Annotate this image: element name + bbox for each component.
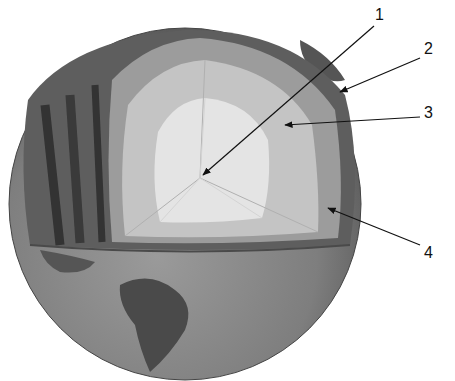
callout-number: 1	[375, 6, 384, 24]
globe	[9, 28, 361, 380]
mantle-band	[45, 105, 60, 245]
callout-number: 3	[424, 104, 433, 122]
leader-line	[203, 26, 374, 175]
callout-number: 4	[424, 244, 433, 262]
inner-core	[154, 98, 269, 223]
leader-line	[340, 58, 420, 92]
mantle-band	[70, 95, 80, 243]
continent	[40, 250, 95, 273]
cutaway-crust	[23, 30, 355, 250]
callout-number: 2	[424, 40, 433, 58]
outer-core	[122, 60, 318, 237]
leader-line	[328, 208, 420, 245]
leader-line	[285, 117, 420, 125]
mantle-band	[95, 85, 102, 242]
cut-edge	[30, 245, 350, 252]
cut-edge	[125, 60, 318, 236]
continent	[120, 279, 189, 372]
cut-edge	[160, 98, 262, 222]
mantle	[109, 38, 341, 243]
